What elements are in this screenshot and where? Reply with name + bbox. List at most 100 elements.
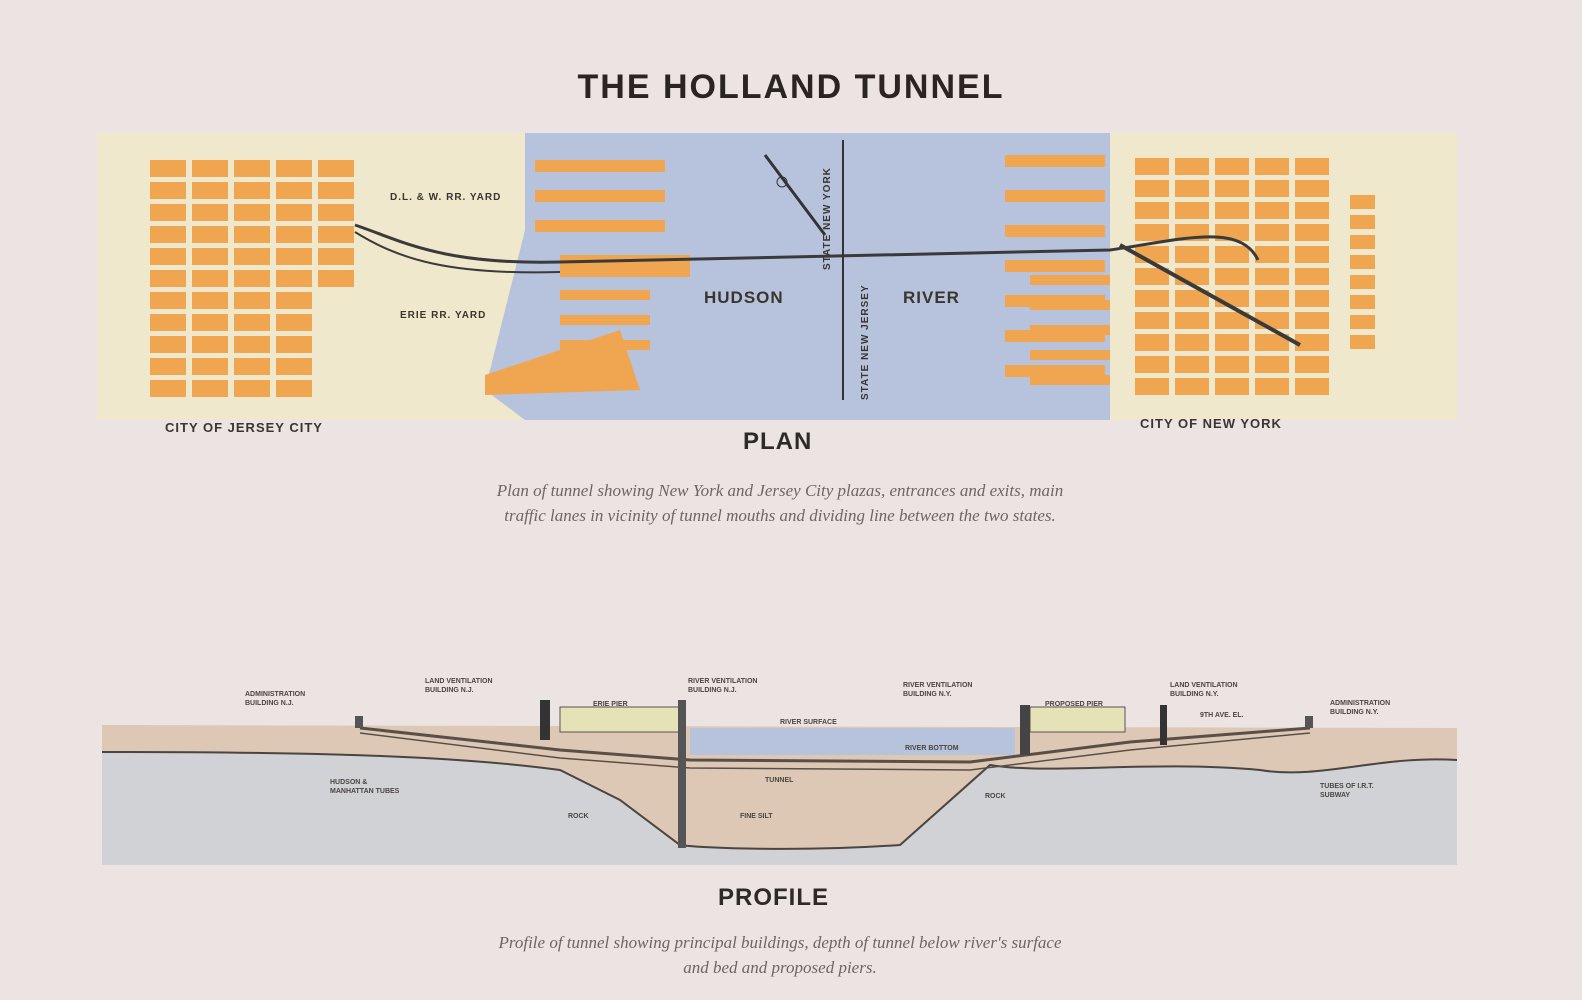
city-block: [1135, 334, 1169, 351]
city-block: [192, 248, 228, 265]
city-block: [150, 160, 186, 177]
land-vent-nj-building: [540, 700, 550, 740]
city-block: [1350, 255, 1375, 269]
city-block: [150, 336, 186, 353]
fine-silt-label: FINE SILT: [740, 813, 773, 820]
city-block: [192, 270, 228, 287]
city-block: [318, 226, 354, 243]
city-block: [192, 226, 228, 243]
city-block: [1135, 180, 1169, 197]
city-block: [1295, 334, 1329, 351]
north-arrow-icon: [763, 154, 827, 236]
page-title: THE HOLLAND TUNNEL: [577, 68, 1005, 106]
city-block: [1295, 202, 1329, 219]
erie-yard-label: ERIE RR. YARD: [400, 310, 487, 321]
plan-caption-line-1: Plan of tunnel showing New York and Jers…: [496, 481, 1064, 500]
profile-heading: PROFILE: [718, 884, 830, 911]
pier: [1005, 190, 1105, 202]
city-block: [234, 358, 270, 375]
pier: [1030, 375, 1110, 385]
city-block: [1255, 158, 1289, 175]
plan-caption-line-2: traffic lanes in vicinity of tunnel mout…: [504, 506, 1056, 525]
river-vent-nj-building: [678, 700, 686, 848]
city-block: [1135, 356, 1169, 373]
city-block: [1215, 356, 1249, 373]
city-block: [318, 248, 354, 265]
city-block: [1255, 180, 1289, 197]
city-block: [1255, 246, 1289, 263]
admin-ny-building: [1305, 716, 1313, 728]
profile-caption: Profile of tunnel showing principal buil…: [300, 930, 1260, 980]
plan-heading: PLAN: [743, 428, 813, 455]
city-block: [192, 182, 228, 199]
city-block: [1350, 335, 1375, 349]
city-block: [1175, 246, 1209, 263]
city-block: [1215, 378, 1249, 395]
city-block: [150, 182, 186, 199]
city-block: [150, 248, 186, 265]
city-block: [1255, 224, 1289, 241]
city-block: [1255, 202, 1289, 219]
city-block: [234, 226, 270, 243]
city-block: [150, 380, 186, 397]
city-block: [1350, 315, 1375, 329]
river-water: [690, 728, 1015, 755]
city-block: [150, 358, 186, 375]
river-bottom-label: RIVER BOTTOM: [905, 745, 959, 752]
city-block: [276, 292, 312, 309]
profile-caption-line-2: and bed and proposed piers.: [683, 958, 877, 977]
soil-layer: [102, 725, 1457, 850]
city-block: [1135, 290, 1169, 307]
city-block: [1255, 334, 1289, 351]
city-block: [1175, 356, 1209, 373]
city-block: [234, 248, 270, 265]
city-block: [276, 314, 312, 331]
pier: [1005, 155, 1105, 167]
city-block: [1175, 334, 1209, 351]
city-block: [1215, 334, 1249, 351]
city-block: [276, 182, 312, 199]
city-block: [192, 336, 228, 353]
tunnel-label: TUNNEL: [765, 777, 794, 784]
city-block: [1215, 312, 1249, 329]
river-vent-ny-label: RIVER VENTILATION BUILDING N.Y.: [903, 682, 973, 698]
city-block: [318, 270, 354, 287]
rock-left-label: ROCK: [568, 813, 589, 820]
city-block: [276, 204, 312, 221]
city-block: [1135, 312, 1169, 329]
city-block: [1255, 378, 1289, 395]
city-block: [1175, 202, 1209, 219]
land-vent-ny-label: LAND VENTILATION BUILDING N.Y.: [1170, 682, 1238, 698]
city-block: [276, 226, 312, 243]
city-block: [234, 270, 270, 287]
city-block: [1350, 215, 1375, 229]
city-block: [150, 314, 186, 331]
pier: [1005, 365, 1105, 377]
city-block: [1295, 290, 1329, 307]
city-block: [1215, 158, 1249, 175]
city-block: [1295, 224, 1329, 241]
pier: [535, 190, 665, 202]
city-block: [276, 270, 312, 287]
city-block: [192, 204, 228, 221]
city-block: [1295, 268, 1329, 285]
pier: [560, 290, 650, 300]
city-block: [1135, 202, 1169, 219]
city-block: [276, 358, 312, 375]
tunnel-route: [354, 223, 1260, 264]
city-block: [192, 314, 228, 331]
erie-pier: [559, 706, 681, 733]
city-block: [234, 182, 270, 199]
rock-right-label: ROCK: [985, 793, 1006, 800]
dlw-yard-label: D.L. & W. RR. YARD: [390, 192, 502, 203]
city-block: [1295, 378, 1329, 395]
river-surface-label: RIVER SURFACE: [780, 719, 837, 726]
city-block: [1350, 295, 1375, 309]
admin-nj-label: ADMINISTRATION BUILDING N.J.: [245, 691, 306, 707]
pier: [1005, 225, 1105, 237]
city-block: [1215, 246, 1249, 263]
city-block: [1175, 378, 1209, 395]
river-label: RIVER: [903, 288, 960, 307]
city-block: [1135, 268, 1169, 285]
city-block: [1175, 312, 1209, 329]
